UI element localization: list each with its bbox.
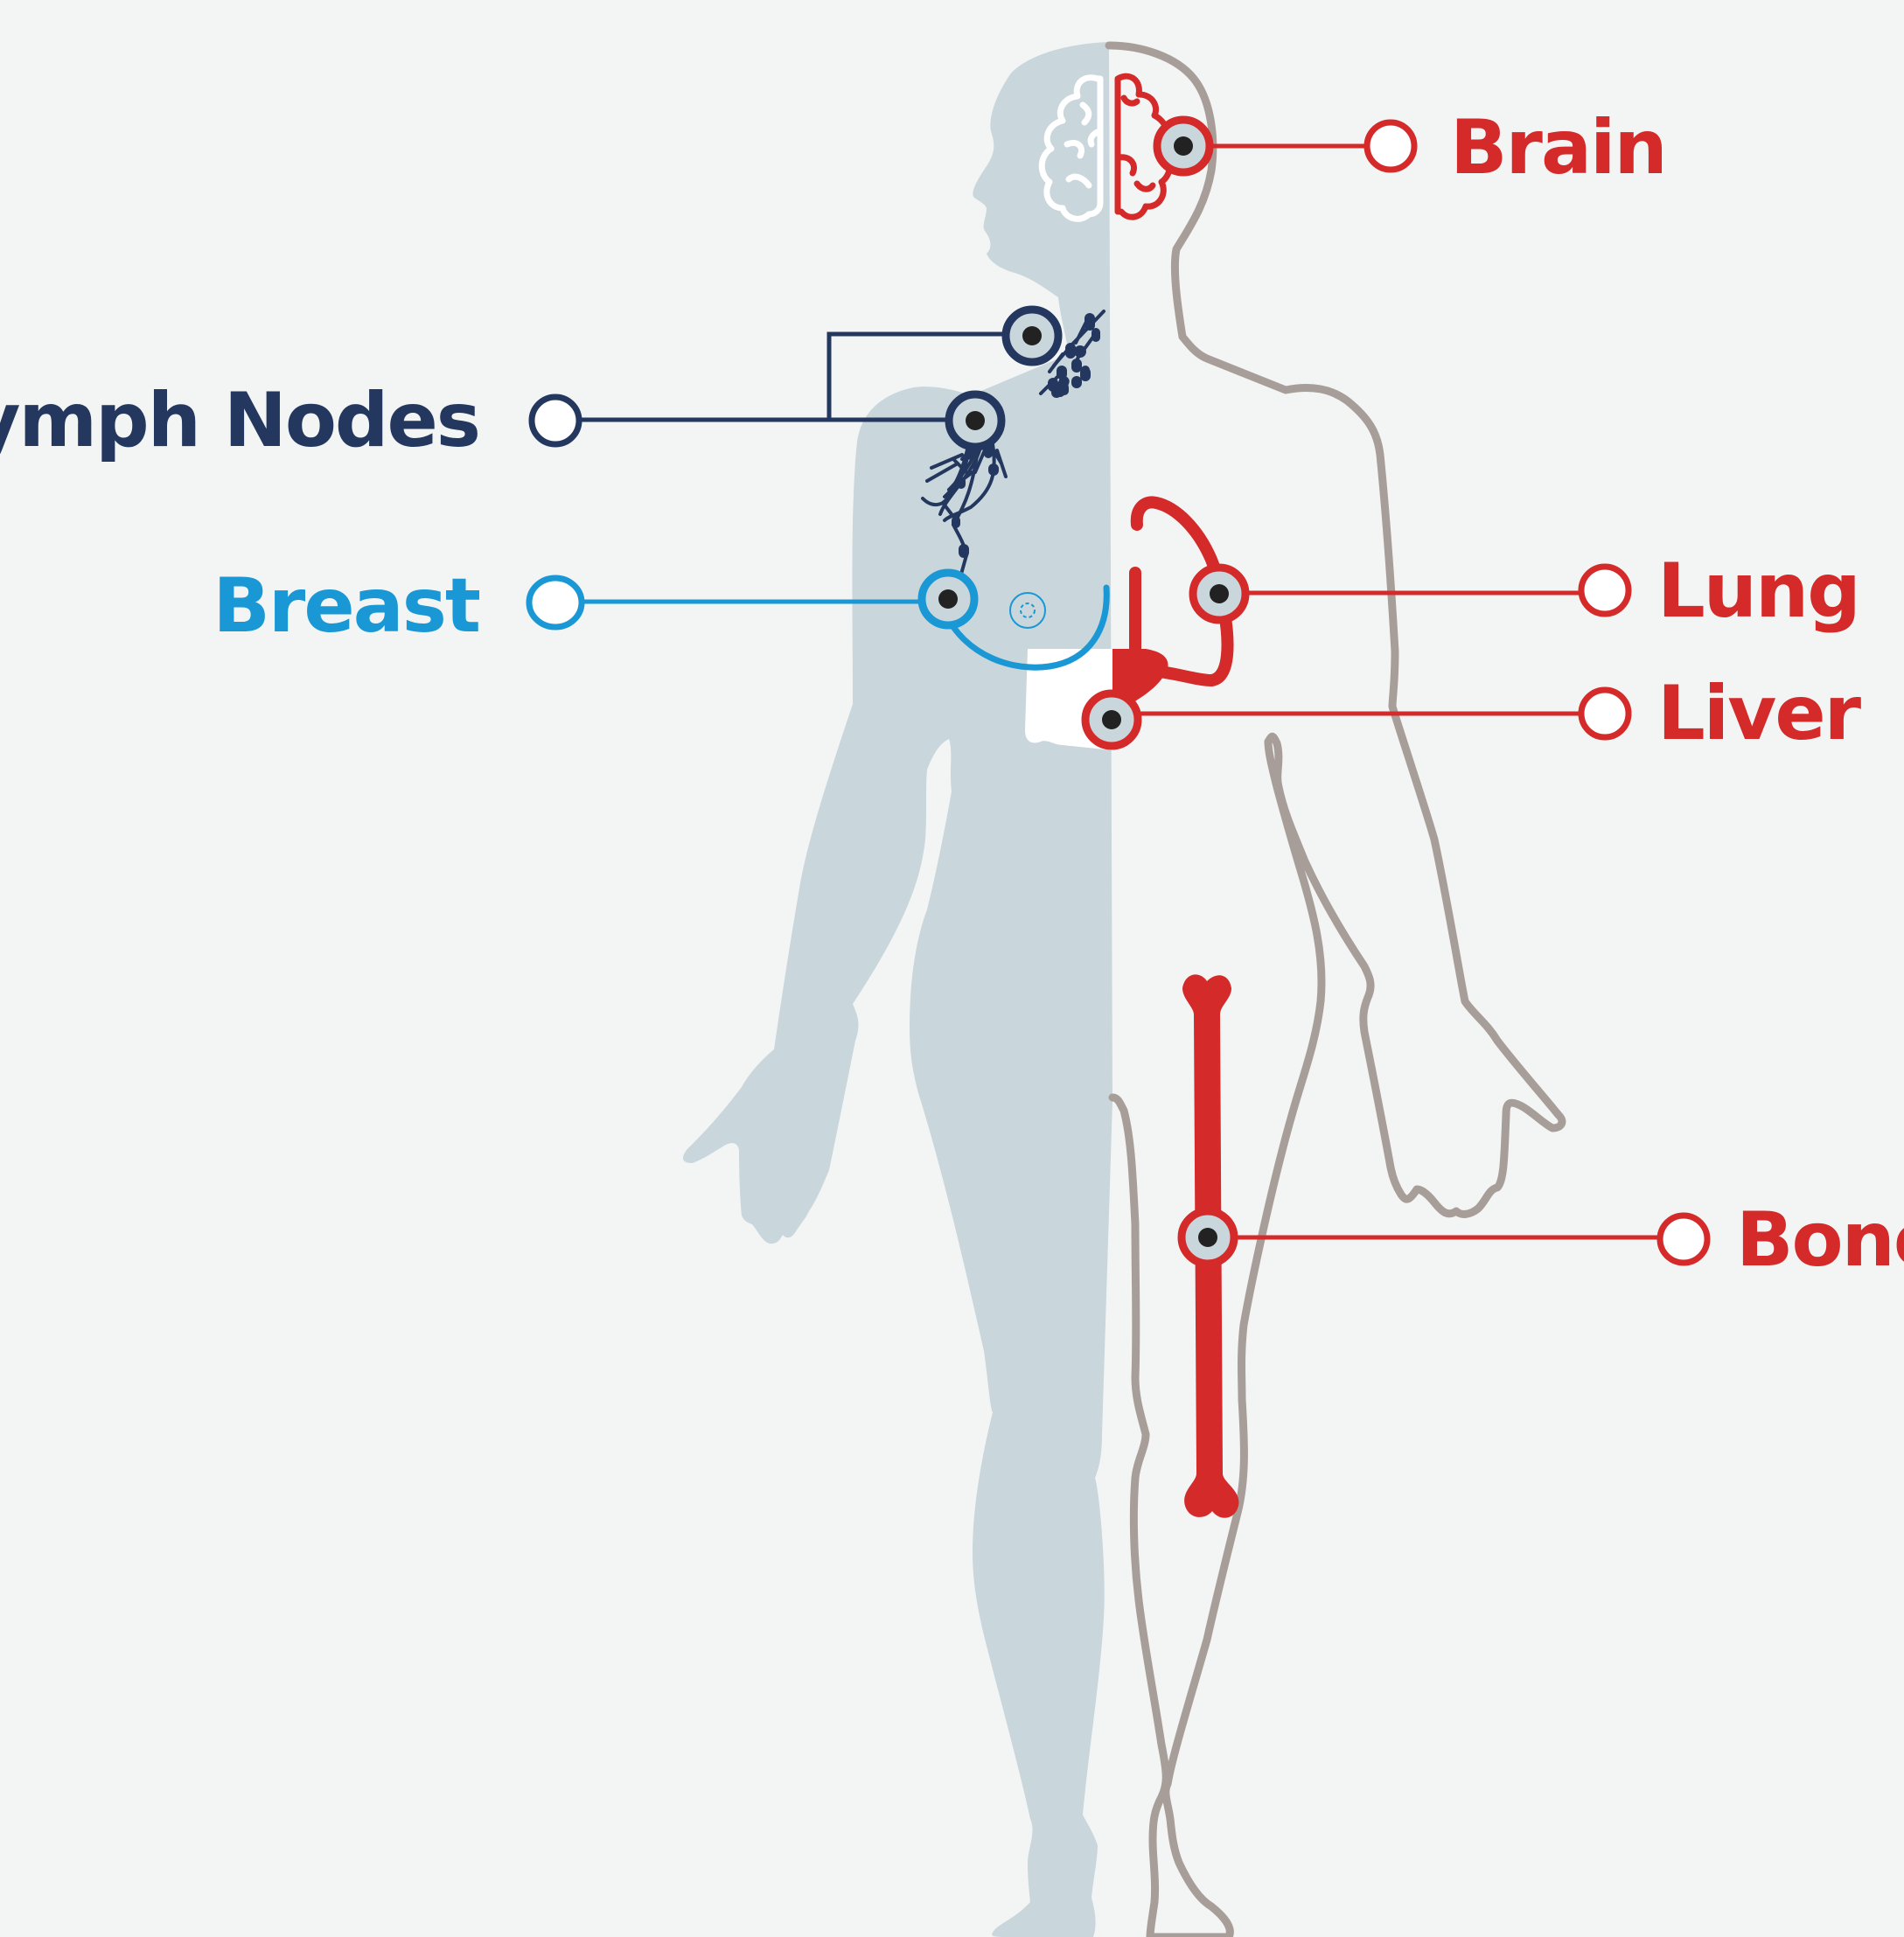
lymph-nodes-label: Lymph Nodes xyxy=(0,377,479,464)
liver-label-circle xyxy=(1581,690,1629,737)
lymph-nodes-label-circle xyxy=(532,397,579,444)
bone-label: Bone xyxy=(1736,1196,1904,1284)
brain-label: Brain xyxy=(1450,104,1666,192)
body-outline-right xyxy=(1109,45,1562,1937)
breast-marker xyxy=(922,573,974,625)
liver-label: Liver xyxy=(1657,670,1862,757)
bone-marker xyxy=(1182,1211,1234,1264)
liver-marker xyxy=(1085,693,1138,746)
brain-marker xyxy=(1157,120,1210,172)
lung-label-circle xyxy=(1581,567,1629,614)
lung-label: Lung xyxy=(1657,547,1859,635)
brain-label-circle xyxy=(1367,122,1414,170)
bone-label-circle xyxy=(1660,1216,1707,1263)
breast-label-circle xyxy=(529,578,582,627)
lymph-node-marker-neck xyxy=(1006,310,1058,362)
lung-marker xyxy=(1193,568,1245,620)
breast-label: Breast xyxy=(213,562,480,650)
lymph-node-marker-axilla xyxy=(949,394,1001,447)
